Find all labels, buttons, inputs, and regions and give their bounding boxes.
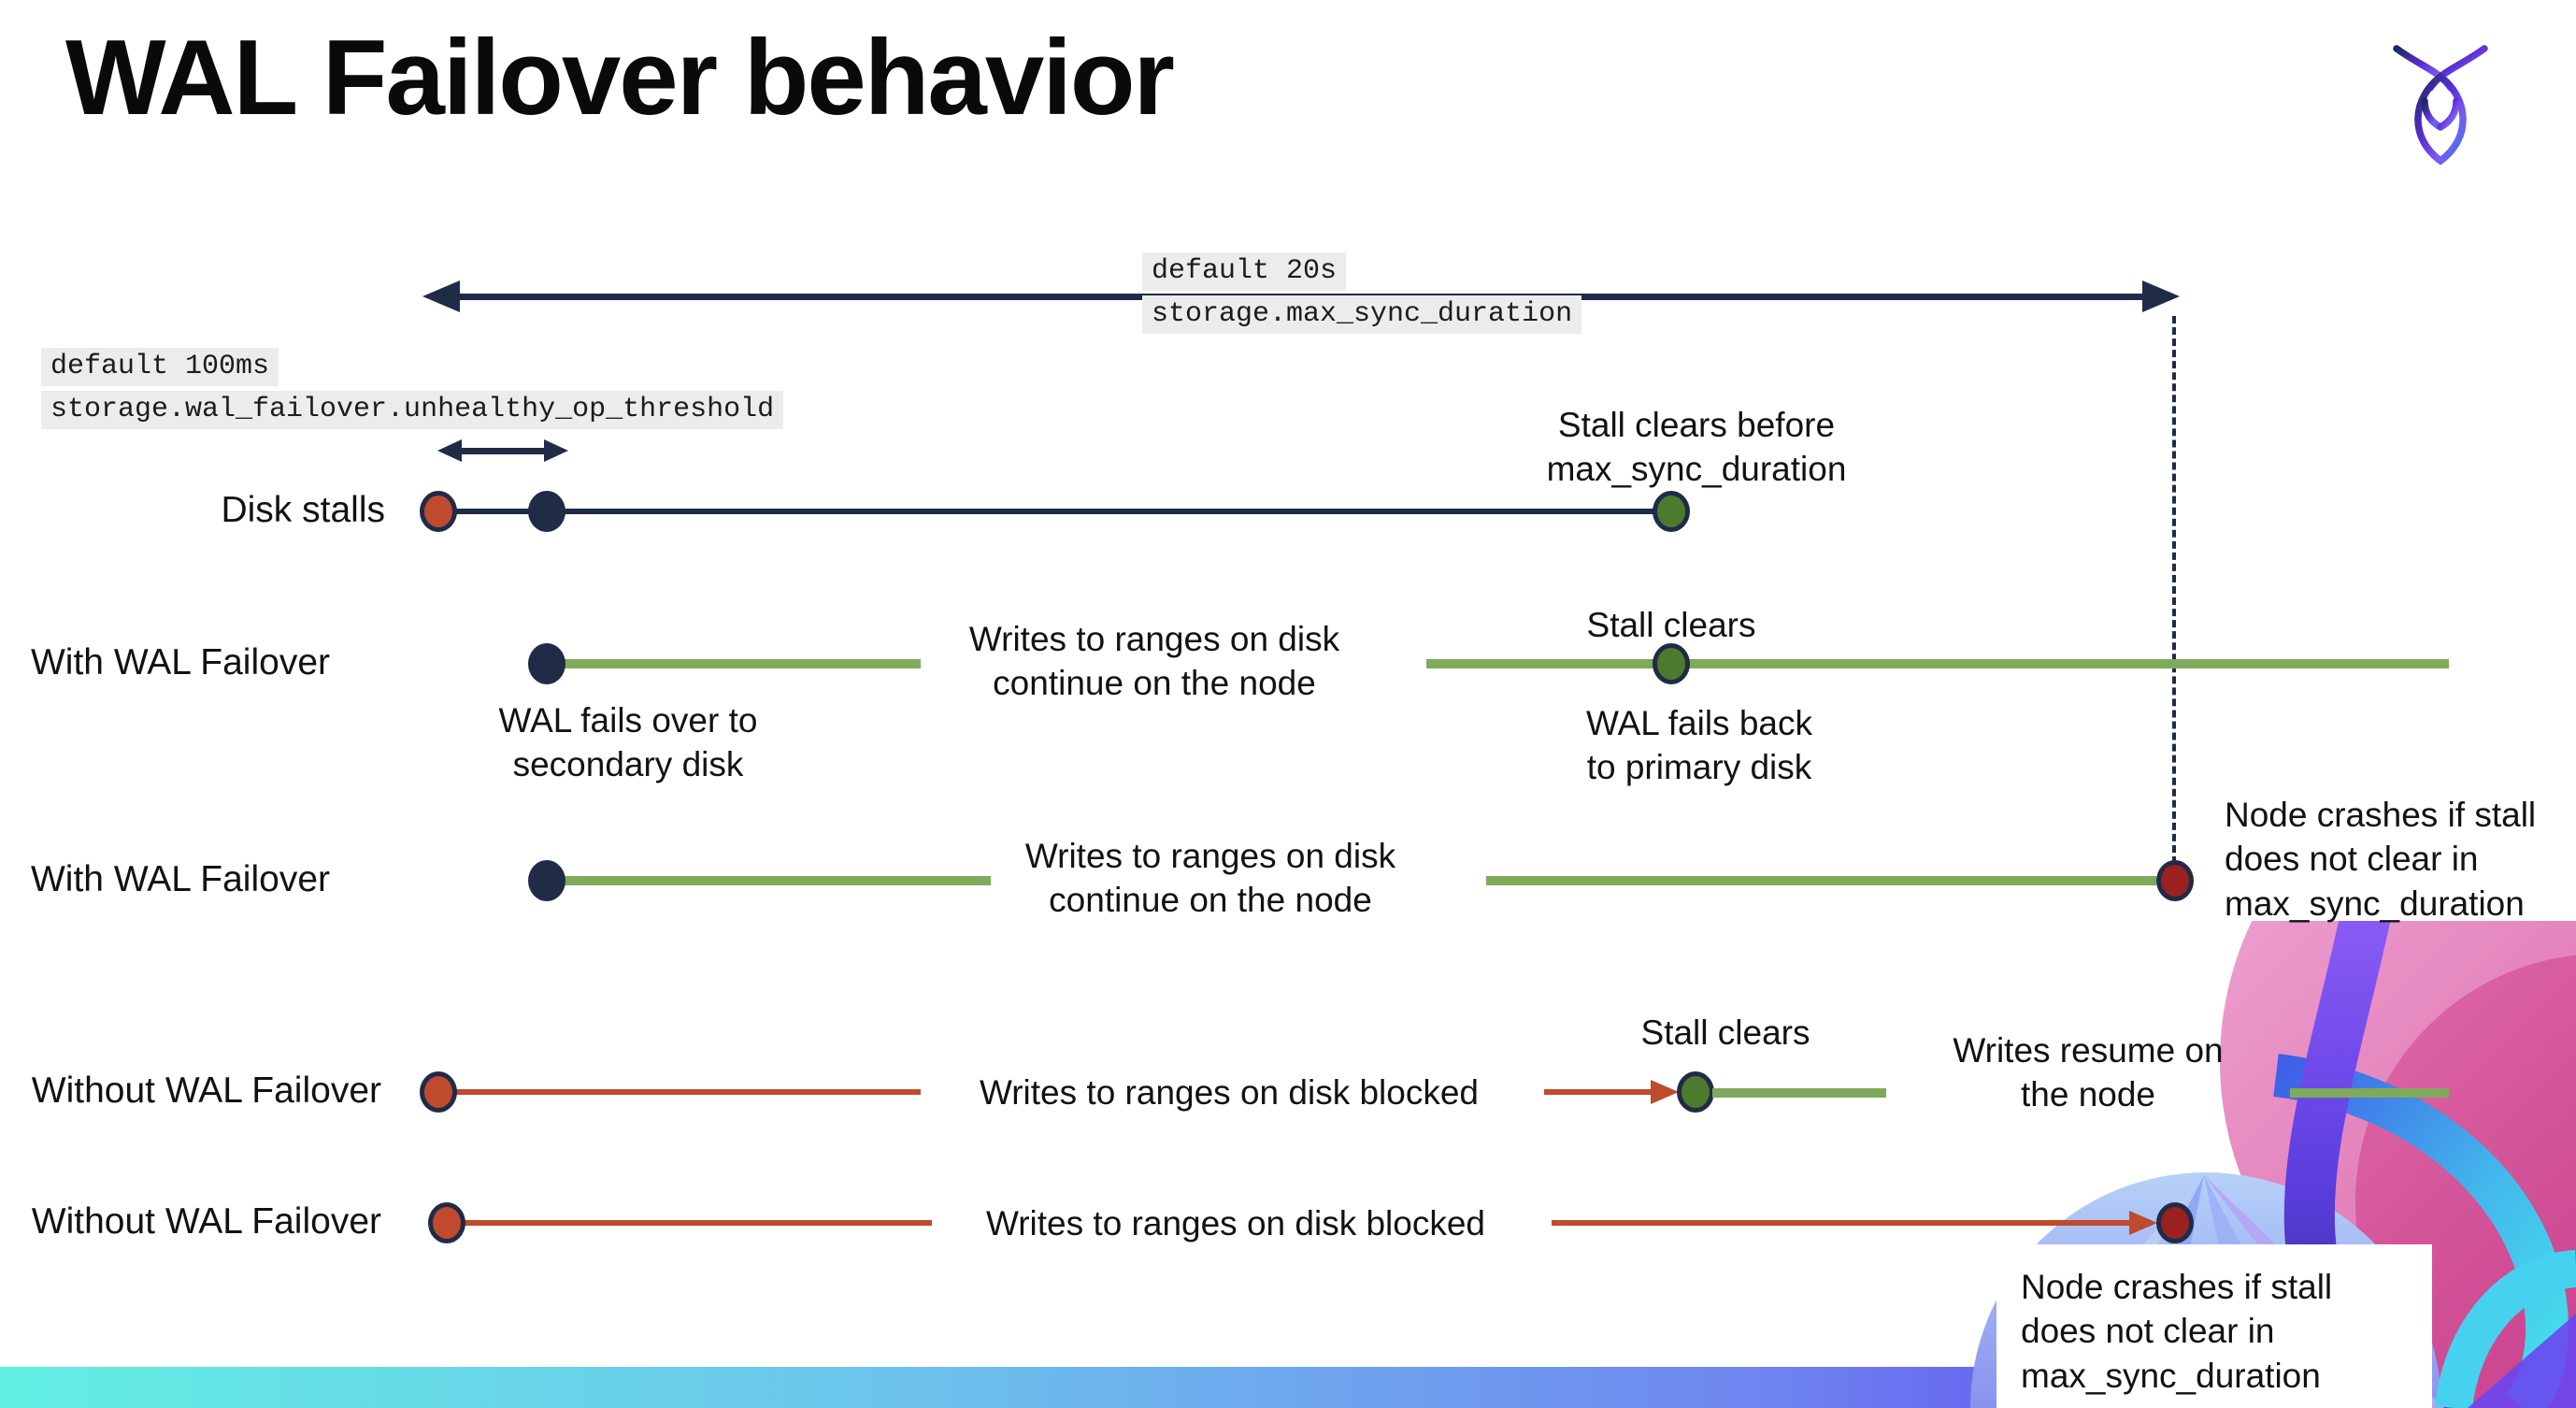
threshold-arrowhead-left	[437, 439, 462, 462]
writes-blocked-line	[453, 1089, 921, 1095]
writes-blocked-line	[462, 1220, 932, 1226]
blocked-arrowhead	[2129, 1211, 2157, 1235]
writes-continue-line	[561, 659, 921, 668]
wal-fails-over-note: WAL fails over to secondary disk	[498, 701, 758, 783]
writes-continue-note: Writes to ranges on disk continue on the…	[968, 620, 1340, 702]
page-title: WAL Failover behavior	[65, 19, 1175, 137]
chip-threshold-default: default 100ms	[41, 348, 279, 386]
stall-clears-dot	[1653, 491, 1690, 532]
blocked-arrowhead	[1651, 1080, 1679, 1104]
row-label-with-wal-failover-2: With WAL Failover	[31, 859, 330, 899]
row-label-with-wal-failover-1: With WAL Failover	[31, 642, 330, 682]
chip-max-sync-default: default 20s	[1142, 252, 1347, 291]
cockroachdb-logo-icon	[2393, 45, 2488, 165]
disk-stall-timeline	[438, 509, 1671, 514]
chip-max-sync-setting: storage.max_sync_duration	[1142, 295, 1582, 334]
stall-start-dot	[420, 491, 457, 532]
art-cyan-loop	[2435, 1250, 2576, 1408]
writes-continue-note: Writes to ranges on disk continue on the…	[1024, 837, 1396, 919]
chip-threshold-setting: storage.wal_failover.unhealthy_op_thresh…	[41, 391, 784, 429]
row-label-disk-stalls: Disk stalls	[221, 490, 385, 530]
max-sync-arrowhead-left	[422, 280, 460, 312]
writes-continue-line	[561, 876, 991, 885]
stall-clears-dot	[1677, 1071, 1714, 1113]
node-crash-note: Node crashes if stall does not clear in …	[2021, 1268, 2333, 1395]
row-label-without-wal-failover-2: Without WAL Failover	[31, 1201, 381, 1242]
wal-fails-back-note: WAL fails back to primary disk	[1586, 704, 1812, 786]
node-crash-dot	[2156, 860, 2194, 901]
max-sync-arrowhead-right	[2142, 280, 2180, 312]
threshold-reached-dot	[528, 491, 565, 532]
failover-dot	[528, 643, 565, 684]
stall-clears-before-note: Stall clears before max_sync_duration	[1546, 406, 1847, 488]
row-label-without-wal-failover-1: Without WAL Failover	[31, 1070, 381, 1111]
stall-clears-note: Stall clears	[1586, 606, 1756, 644]
stall-clears-note: Stall clears	[1640, 1013, 1810, 1052]
writes-resume-line	[2290, 1088, 2449, 1098]
writes-resume-line	[1712, 1088, 1886, 1098]
node-crash-dot	[2156, 1202, 2194, 1243]
writes-blocked-note: Writes to ranges on disk blocked	[979, 1073, 1480, 1112]
writes-resume-note: Writes resume on the node	[1953, 1031, 2224, 1113]
writes-continue-line	[1426, 659, 2449, 668]
max-sync-deadline-dashed-line	[2172, 316, 2176, 864]
failback-dot	[1653, 643, 1690, 684]
writes-blocked-line	[1552, 1220, 2133, 1226]
writes-blocked-note: Writes to ranges on disk blocked	[985, 1204, 1486, 1243]
stall-start-dot	[428, 1202, 465, 1243]
threshold-arrow-line	[456, 448, 546, 454]
threshold-arrowhead-right	[544, 439, 568, 462]
writes-continue-line	[1486, 876, 2156, 885]
failover-dot	[528, 860, 565, 901]
node-crash-note: Node crashes if stall does not clear in …	[2225, 796, 2537, 923]
writes-blocked-line	[1544, 1089, 1654, 1095]
stall-start-dot	[420, 1071, 457, 1113]
node-crash-notebox: Node crashes if stall does not clear in …	[1996, 1244, 2432, 1408]
